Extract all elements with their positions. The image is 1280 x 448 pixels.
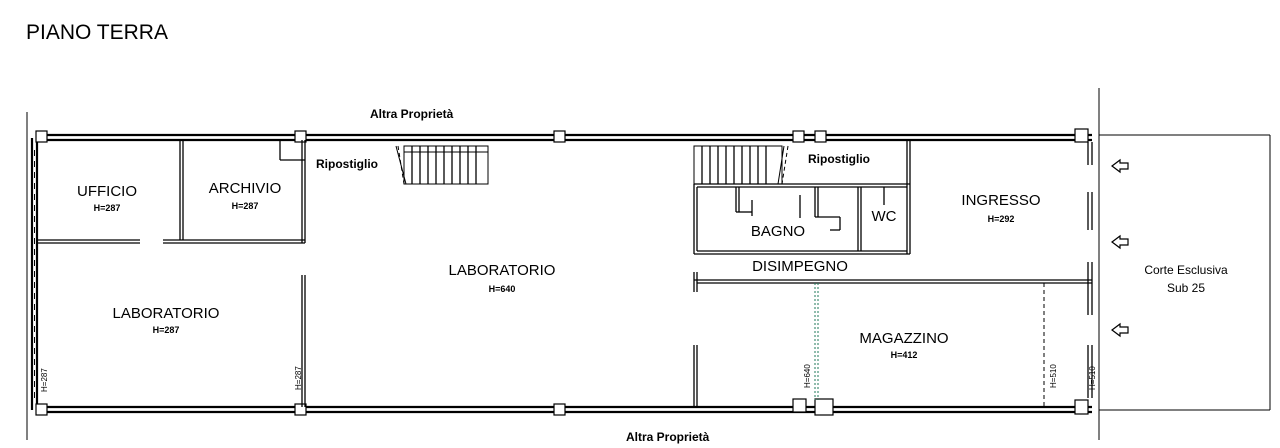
room-disimpegno-name: DISIMPEGNO xyxy=(752,258,848,275)
court-outline xyxy=(1099,134,1271,411)
room-ripostiglio-2-name: Ripostiglio xyxy=(808,152,870,166)
room-ufficio-name: UFFICIO xyxy=(77,183,137,200)
interior-walls-left xyxy=(37,140,306,407)
room-magazzino-height: H=412 xyxy=(891,350,918,360)
pillars xyxy=(35,128,1089,416)
room-ingresso-height: H=292 xyxy=(988,214,1015,224)
court-label-line1: Corte Esclusiva xyxy=(1144,263,1228,277)
room-laboratorio-1-name: LABORATORIO xyxy=(113,305,220,322)
neighbor-top-label: Altra Proprietà xyxy=(370,107,454,121)
room-laboratorio-2-name: LABORATORIO xyxy=(449,262,556,279)
room-archivio-height: H=287 xyxy=(232,201,259,211)
stair-left xyxy=(395,145,489,185)
room-magazzino-name: MAGAZZINO xyxy=(859,330,948,347)
room-ingresso-name: INGRESSO xyxy=(961,192,1040,209)
section-height-left-edge: H=287 xyxy=(40,368,49,392)
court-label-line2: Sub 25 xyxy=(1167,281,1205,295)
room-laboratorio-2-height: H=640 xyxy=(489,284,516,294)
entrance-arrow-icon xyxy=(1111,158,1129,338)
room-bagno-name: BAGNO xyxy=(751,223,805,240)
plan-title: PIANO TERRA xyxy=(26,21,168,44)
room-laboratorio-1-height: H=287 xyxy=(153,325,180,335)
room-wc-name: WC xyxy=(872,208,897,225)
room-ufficio-height: H=287 xyxy=(94,203,121,213)
section-height-mid: H=640 xyxy=(803,364,812,388)
section-height-lab-divider: H=287 xyxy=(294,366,303,390)
interior-walls-corridor xyxy=(693,272,1092,407)
section-height-right-a: H=510 xyxy=(1049,364,1058,388)
outer-walls xyxy=(30,133,1092,414)
room-archivio-name: ARCHIVIO xyxy=(209,180,282,197)
neighbor-bottom-label: Altra Proprietà xyxy=(626,430,710,444)
stair-right xyxy=(693,145,789,185)
interior-walls-right xyxy=(1087,142,1093,398)
room-ripostiglio-1-name: Ripostiglio xyxy=(316,157,378,171)
interior-walls-service xyxy=(693,140,911,255)
section-height-right-b: H=510 xyxy=(1088,366,1097,390)
